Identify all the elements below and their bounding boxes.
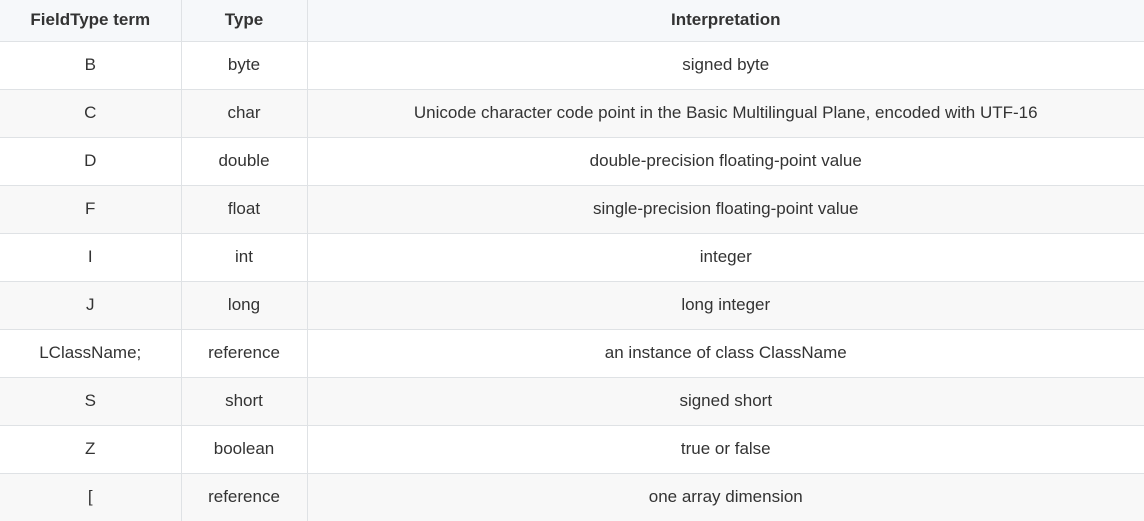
cell-term: F [0, 185, 182, 234]
cell-type: int [181, 233, 308, 282]
header-fieldtype-term: FieldType term [0, 0, 182, 42]
cell-term: J [0, 281, 182, 330]
table-row: S short signed short [0, 377, 1144, 426]
cell-type: char [181, 89, 308, 138]
table-row: F float single-precision floating-point … [0, 185, 1144, 234]
cell-term: Z [0, 425, 182, 474]
table-row: Z boolean true or false [0, 425, 1144, 474]
cell-term: B [0, 41, 182, 90]
cell-term: D [0, 137, 182, 186]
table-row: J long long integer [0, 281, 1144, 330]
cell-interpretation: integer [307, 233, 1144, 282]
cell-term: [ [0, 473, 182, 521]
cell-interpretation: an instance of class ClassName [307, 329, 1144, 378]
cell-interpretation: signed short [307, 377, 1144, 426]
cell-term: C [0, 89, 182, 138]
cell-interpretation: true or false [307, 425, 1144, 474]
cell-interpretation: one array dimension [648, 487, 803, 507]
table-row: [ reference one array dimension [0, 473, 1144, 521]
cell-interpretation: double-precision floating-point value [307, 137, 1144, 186]
table-body: B byte signed byte C char Unicode charac… [0, 41, 1144, 521]
cell-interpretation: signed byte [307, 41, 1144, 90]
table-row: LClassName; reference an instance of cla… [0, 329, 1144, 378]
table-row: B byte signed byte [0, 41, 1144, 90]
header-row: FieldType term Type Interpretation [0, 0, 1144, 42]
cell-type: boolean [181, 425, 308, 474]
cell-interpretation: single-precision floating-point value [307, 185, 1144, 234]
cell-type: byte [181, 41, 308, 90]
cell-term: S [0, 377, 182, 426]
cell-type: short [181, 377, 308, 426]
header-interpretation: Interpretation [307, 0, 1144, 42]
cell-type: double [181, 137, 308, 186]
table-row: C char Unicode character code point in t… [0, 89, 1144, 138]
table-row: D double double-precision floating-point… [0, 137, 1144, 186]
cell-type: float [181, 185, 308, 234]
cell-type: reference [181, 473, 308, 521]
cell-type: reference [181, 329, 308, 378]
cell-type: long [181, 281, 308, 330]
table-row: I int integer [0, 233, 1144, 282]
cell-term: I [0, 233, 182, 282]
cell-interpretation: Unicode character code point in the Basi… [307, 89, 1144, 138]
table-header: FieldType term Type Interpretation [0, 0, 1144, 42]
cell-term: LClassName; [0, 329, 182, 378]
cell-interpretation: long integer [307, 281, 1144, 330]
header-type: Type [181, 0, 308, 42]
